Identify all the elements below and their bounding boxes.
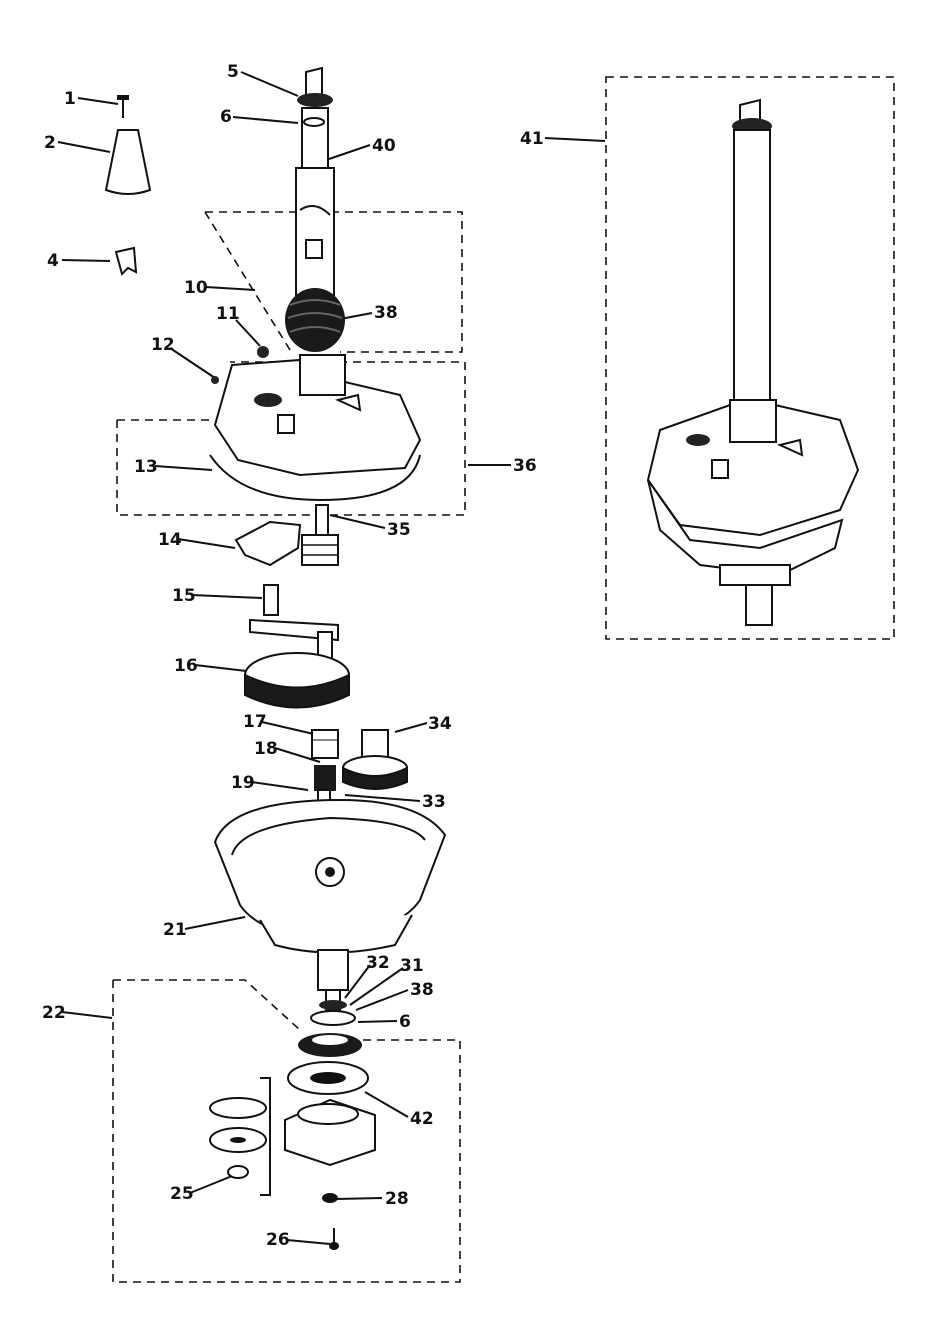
callout-38-lower: 38 — [410, 980, 434, 1000]
callout-11: 11 — [216, 304, 240, 324]
callout-19: 19 — [231, 773, 255, 793]
part-pinion-17 — [311, 729, 339, 759]
callout-36: 36 — [513, 456, 537, 476]
callout-38-upper: 38 — [374, 303, 398, 323]
callout-12: 12 — [151, 335, 175, 355]
callout-22: 22 — [42, 1003, 66, 1023]
part-bearing-42 — [287, 1061, 369, 1095]
callout-labels: 1 2 4 5 6 40 41 10 11 38 12 13 36 35 14 … — [42, 62, 544, 1250]
callout-13: 13 — [134, 457, 158, 477]
callout-2: 2 — [44, 133, 56, 153]
callout-16: 16 — [174, 656, 198, 676]
callout-35: 35 — [387, 520, 411, 540]
part-clip-4 — [114, 246, 138, 276]
part-spring-38 — [285, 288, 345, 352]
callout-25: 25 — [170, 1184, 194, 1204]
part-seal-6 — [298, 1033, 362, 1057]
callout-32: 32 — [366, 953, 390, 973]
callout-1: 1 — [64, 89, 76, 109]
callout-6-lower: 6 — [399, 1012, 411, 1032]
callout-15: 15 — [172, 586, 196, 606]
part-ring-31-32 — [310, 1000, 356, 1026]
callout-31: 31 — [400, 956, 424, 976]
callout-34: 34 — [428, 714, 452, 734]
part-drive-gear-16 — [244, 652, 350, 709]
part-cam-14 — [234, 520, 302, 567]
part-bolt-26 — [329, 1228, 339, 1250]
part-transmission-assembly-41 — [646, 98, 860, 626]
callout-26: 26 — [266, 1230, 290, 1250]
part-pinion-35 — [301, 504, 339, 566]
callout-6-upper: 6 — [220, 107, 232, 127]
callout-14: 14 — [158, 530, 182, 550]
part-gasket-13 — [209, 454, 421, 502]
callout-42: 42 — [410, 1109, 434, 1129]
callout-28: 28 — [385, 1189, 409, 1209]
part-nut-28 — [322, 1193, 338, 1203]
callout-21: 21 — [163, 920, 187, 940]
leader-lines — [57, 71, 606, 1245]
callout-41: 41 — [520, 129, 544, 149]
part-crank-15 — [249, 584, 339, 663]
part-gear-case-cover-36 — [211, 346, 422, 477]
part-bolt-1 — [117, 95, 129, 118]
callout-17: 17 — [243, 712, 267, 732]
callout-4: 4 — [47, 251, 59, 271]
part-gear-case-21 — [213, 798, 447, 954]
part-shaft-40 — [295, 66, 335, 299]
assembly-box-36 — [116, 361, 466, 516]
assembly-box-41 — [605, 76, 895, 640]
part-o-ring-set — [209, 1077, 271, 1196]
callout-10: 10 — [184, 278, 208, 298]
callout-33: 33 — [422, 792, 446, 812]
part-housing-block — [284, 1098, 376, 1167]
callout-18: 18 — [254, 739, 278, 759]
callout-40: 40 — [372, 136, 396, 156]
assembly-box-22 — [112, 979, 461, 1283]
part-agitator-cap-2 — [104, 129, 152, 195]
callout-5: 5 — [227, 62, 239, 82]
part-gear-18 — [314, 765, 336, 791]
